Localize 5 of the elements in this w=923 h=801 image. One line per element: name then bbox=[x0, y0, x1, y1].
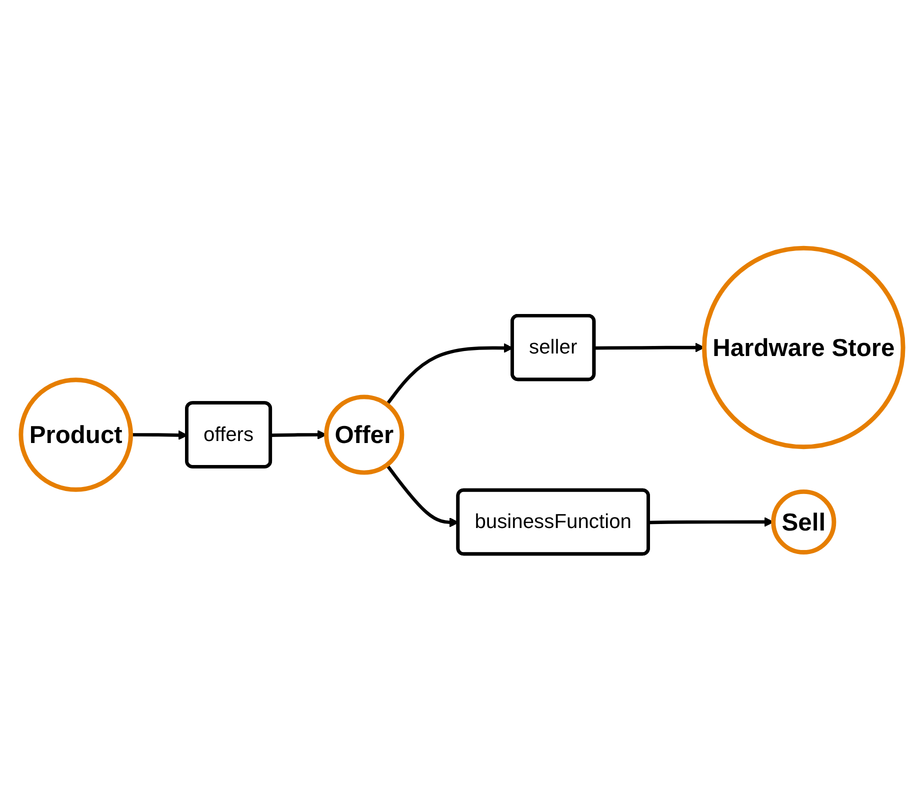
node-circle: Product bbox=[18, 377, 133, 492]
node-circle: Offer bbox=[324, 394, 404, 474]
node-circle: Sell bbox=[770, 488, 836, 554]
arrow bbox=[648, 516, 774, 526]
node-circle: Hardware Store bbox=[702, 245, 905, 449]
